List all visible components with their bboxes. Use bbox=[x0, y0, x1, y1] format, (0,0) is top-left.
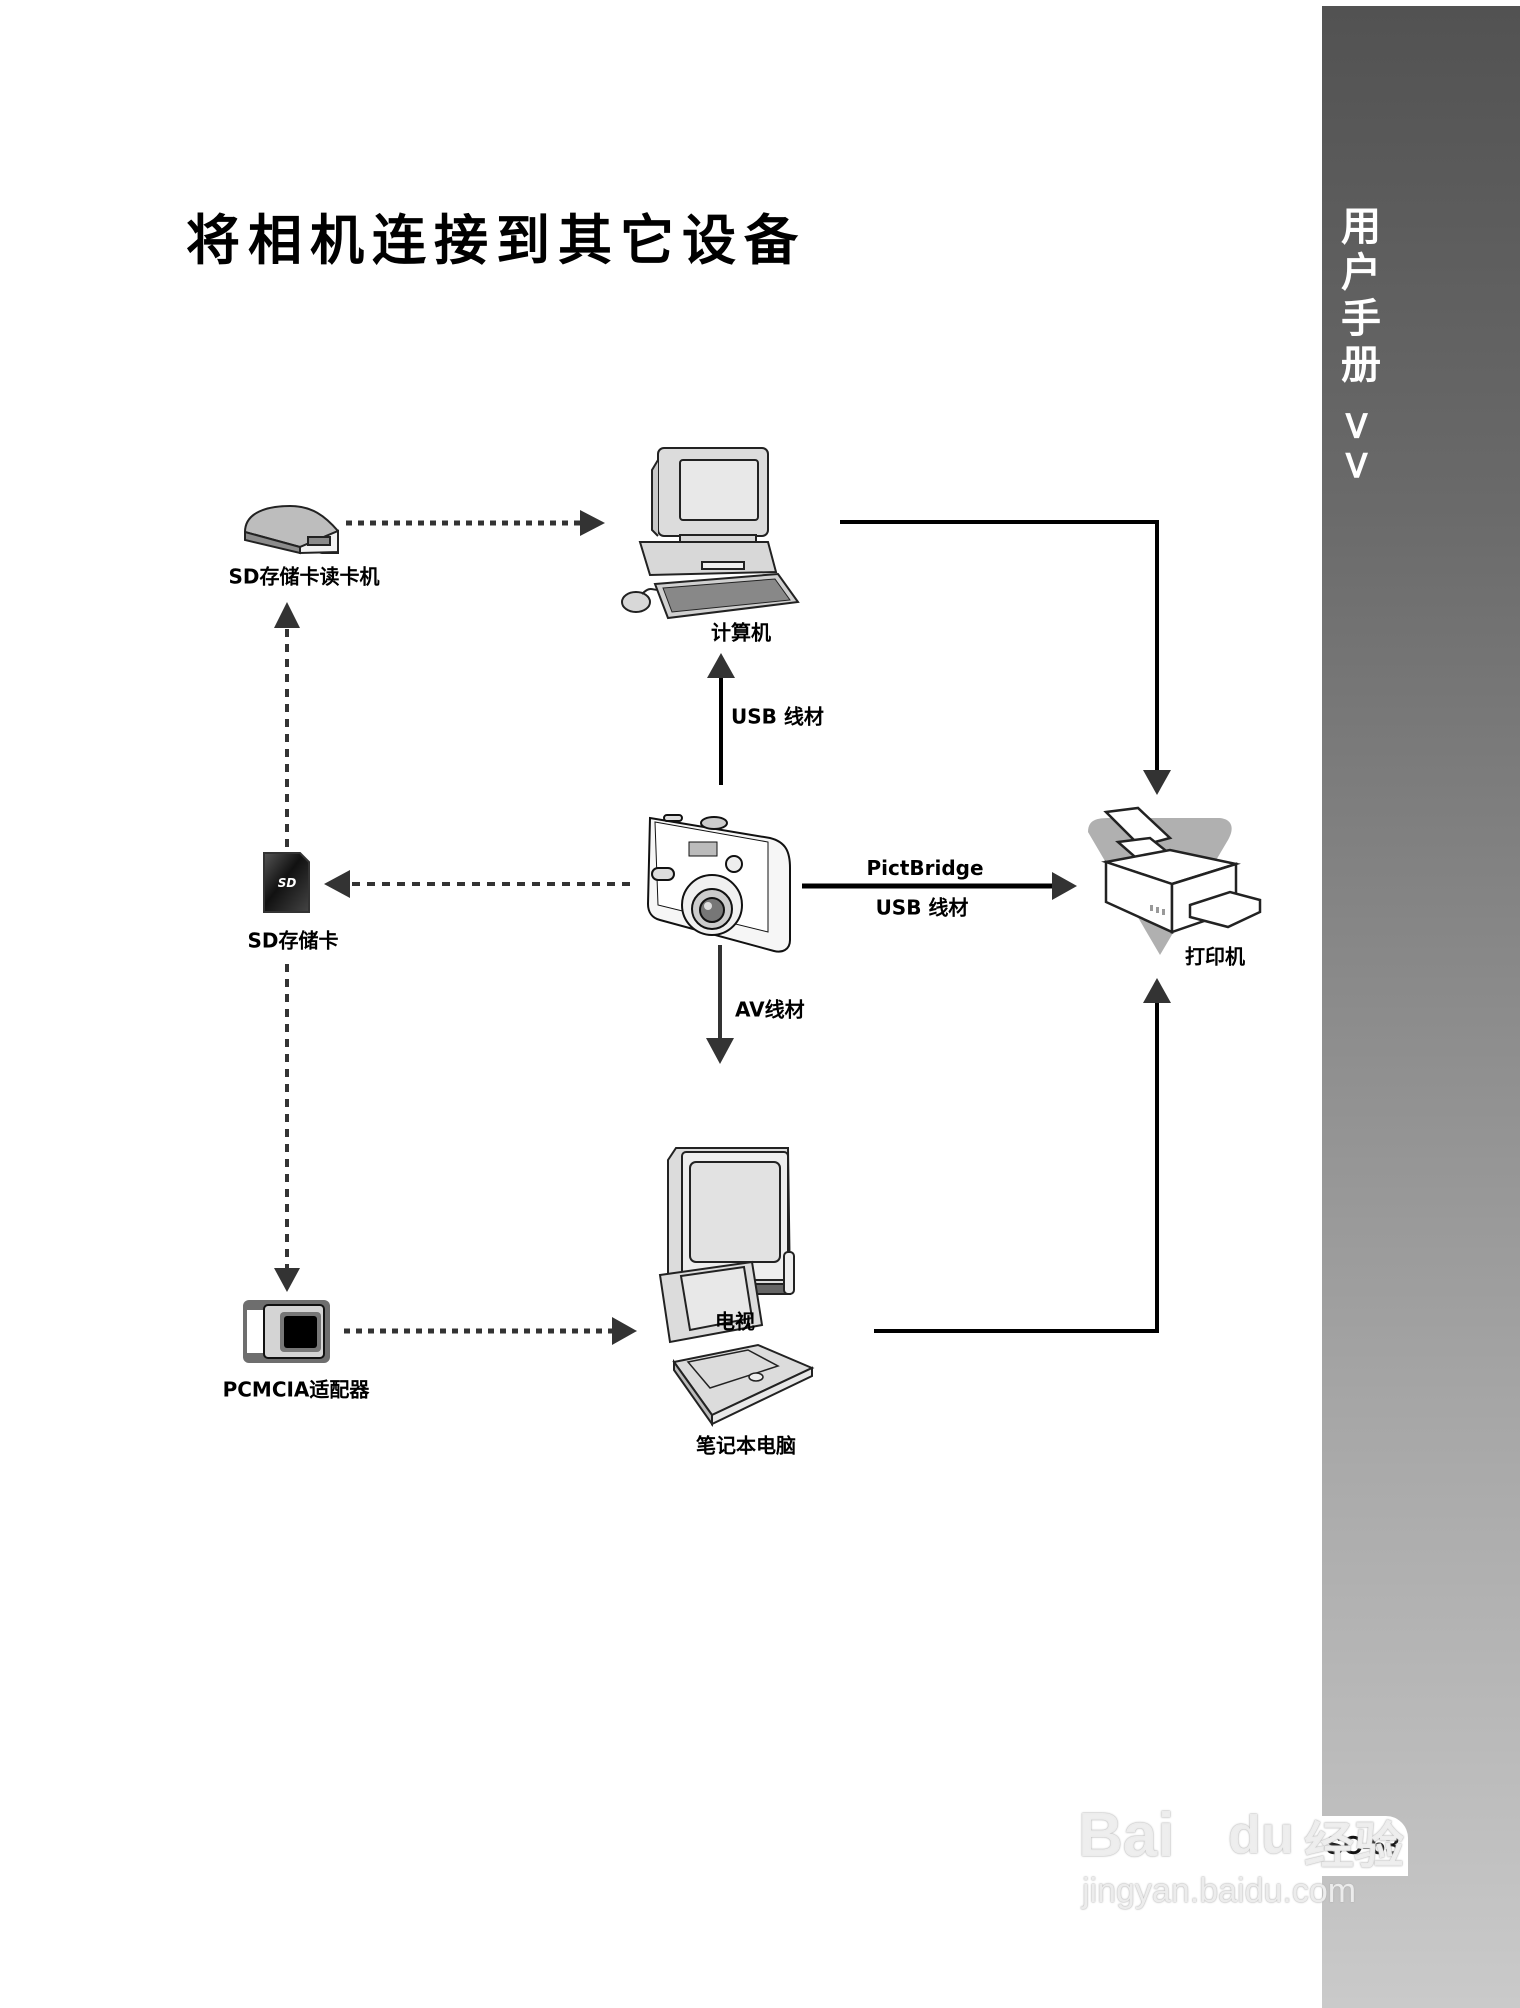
sd-card-icon: SD bbox=[263, 852, 310, 913]
sd-card-label: SD存储卡 bbox=[247, 928, 339, 953]
laptop-icon bbox=[658, 1260, 815, 1428]
arrow-up-icon bbox=[1143, 978, 1171, 1003]
arrow-right-icon bbox=[1052, 872, 1077, 900]
pictbridge-label: PictBridge bbox=[866, 856, 984, 880]
page-title: 将相机连接到其它设备 bbox=[186, 209, 806, 272]
laptop-to-printer bbox=[874, 978, 1171, 1333]
arrow-right-icon bbox=[580, 510, 605, 536]
tv-icon bbox=[667, 1147, 795, 1295]
usb-camera-to-computer bbox=[707, 653, 735, 785]
printer-label: 打印机 bbox=[1185, 944, 1245, 969]
arrow-left-icon bbox=[324, 870, 350, 898]
computer-to-printer bbox=[840, 520, 1171, 795]
arrow-down-icon bbox=[706, 1038, 734, 1064]
pcmcia-label: PCMCIA适配器 bbox=[222, 1377, 370, 1402]
camera-icon bbox=[646, 814, 791, 953]
sidebar-band bbox=[1322, 6, 1520, 2008]
arrow-down-icon bbox=[274, 1268, 300, 1292]
av-camera-to-tv bbox=[706, 945, 734, 1064]
tv-label: 电视 bbox=[715, 1309, 755, 1334]
pcmcia-adapter-icon bbox=[243, 1300, 330, 1363]
dotted-sd-card-to-pcmcia bbox=[274, 964, 300, 1292]
pictbridge-camera-to-printer bbox=[802, 872, 1077, 900]
dotted-sd-card-to-card-reader bbox=[274, 602, 300, 847]
dotted-camera-to-sd-card bbox=[324, 870, 633, 898]
av-cable-label: AV线材 bbox=[735, 997, 805, 1022]
laptop-label: 笔记本电脑 bbox=[696, 1433, 796, 1458]
computer-icon bbox=[621, 447, 800, 620]
arrow-right-icon bbox=[612, 1317, 637, 1345]
computer-label: 计算机 bbox=[711, 620, 771, 645]
arrow-up-icon bbox=[274, 602, 300, 628]
page-number: SC-63 bbox=[1326, 1830, 1400, 1860]
card-reader-label: SD存储卡读卡机 bbox=[228, 564, 380, 589]
usb-cable-label-computer: USB 线材 bbox=[731, 704, 824, 729]
arrow-down-icon bbox=[1143, 770, 1171, 795]
printer-icon bbox=[1088, 806, 1262, 955]
usb-cable-label-printer: USB 线材 bbox=[875, 895, 969, 920]
dotted-pcmcia-to-laptop bbox=[344, 1317, 637, 1345]
dotted-card-reader-to-computer bbox=[346, 510, 605, 536]
arrow-up-icon bbox=[707, 653, 735, 678]
card-reader-icon bbox=[243, 504, 339, 555]
sidebar-label: 用户手册 >> bbox=[1334, 205, 1380, 488]
page-number-tab bbox=[1322, 1816, 1408, 1876]
svg-text:SD: SD bbox=[278, 876, 297, 890]
